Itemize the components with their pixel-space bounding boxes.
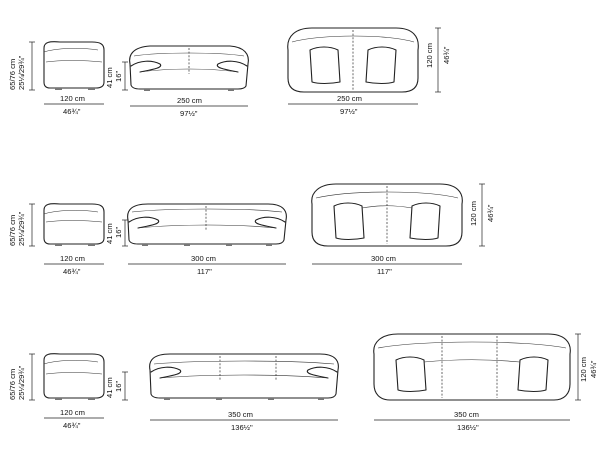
side-height-in: 25¼/29¾" — [17, 55, 26, 90]
top-width-dimension: 350 cm 136½" — [374, 410, 570, 432]
front-width-in: 136½" — [231, 423, 253, 432]
side-width-dimension: 120 cm 46¾" — [44, 408, 104, 430]
side-height-cm: 65/76 cm — [8, 59, 17, 90]
seat-height-dimension: 41 cm 16" — [105, 371, 128, 401]
top-width-dimension: 300 cm 117" — [312, 254, 462, 276]
top-depth-dimension: 120 cm 46¾" — [425, 27, 451, 93]
row-3: 65/76 cm 25¼/29¾" 41 cm 16" 120 cm 46¾" — [8, 333, 598, 432]
side-width-dimension: 120 cm 46¾" — [44, 94, 104, 116]
seat-height-cm: 41 cm — [105, 377, 114, 398]
front-width-cm: 250 cm — [177, 96, 202, 105]
side-height-in: 25¼/29¾" — [17, 211, 26, 246]
front-width-cm: 350 cm — [228, 410, 253, 419]
front-view-sofa — [149, 353, 339, 400]
side-height-dimension: 65/76 cm 25¼/29¾" — [8, 203, 35, 247]
row-1: 65/76 cm 25¼/29¾" 41 cm 16" 120 cm 46¾" — [8, 27, 451, 118]
side-view-sofa — [43, 353, 105, 400]
seat-height-cm: 41 cm — [105, 223, 114, 244]
seat-height-in: 16" — [114, 71, 123, 82]
top-width-in: 117" — [377, 267, 392, 276]
side-height-cm: 65/76 cm — [8, 369, 17, 400]
top-view-sofa — [287, 27, 419, 93]
top-depth-cm: 120 cm — [579, 357, 588, 382]
top-view-sofa — [373, 333, 571, 401]
side-width-in: 46¾" — [63, 107, 81, 116]
side-width-dimension: 120 cm 46¾" — [44, 254, 104, 276]
side-width-cm: 120 cm — [60, 408, 85, 417]
seat-height-in: 16" — [114, 381, 123, 392]
top-view-sofa — [311, 183, 463, 247]
front-width-dimension: 300 cm 117" — [128, 254, 286, 276]
seat-height-dimension: 41 cm 16" — [105, 61, 128, 91]
side-width-cm: 120 cm — [60, 94, 85, 103]
side-height-cm: 65/76 cm — [8, 215, 17, 246]
front-width-in: 117" — [197, 267, 212, 276]
top-depth-cm: 120 cm — [425, 43, 434, 68]
top-width-cm: 250 cm — [337, 94, 362, 103]
side-width-in: 46¾" — [63, 267, 81, 276]
seat-height-dimension: 41 cm 16" — [105, 219, 128, 247]
side-height-dimension: 65/76 cm 25¼/29¾" — [8, 353, 35, 401]
side-height-dimension: 65/76 cm 25¼/29¾" — [8, 41, 35, 91]
seat-height-in: 16" — [114, 227, 123, 238]
seat-height-cm: 41 cm — [105, 67, 114, 88]
front-width-dimension: 250 cm 97½" — [130, 96, 248, 118]
top-width-in: 136½" — [457, 423, 479, 432]
top-depth-in: 46¾" — [442, 46, 451, 64]
side-width-in: 46¾" — [63, 421, 81, 430]
front-view-sofa — [127, 203, 287, 246]
side-view-sofa — [43, 203, 105, 246]
top-depth-in: 46¾" — [589, 360, 598, 378]
top-width-cm: 350 cm — [454, 410, 479, 419]
side-height-in: 25¼/29¾" — [17, 365, 26, 400]
top-width-in: 97½" — [340, 107, 358, 116]
top-width-dimension: 250 cm 97½" — [288, 94, 418, 116]
top-depth-dimension: 120 cm 46¾" — [575, 333, 598, 401]
row-2: 65/76 cm 25¼/29¾" 41 cm 16" 120 cm 46¾" — [8, 183, 495, 276]
side-width-cm: 120 cm — [60, 254, 85, 263]
side-view-sofa — [43, 41, 105, 90]
top-depth-cm: 120 cm — [469, 201, 478, 226]
front-width-cm: 300 cm — [191, 254, 216, 263]
front-view-sofa — [129, 45, 249, 91]
front-width-dimension: 350 cm 136½" — [150, 410, 338, 432]
top-width-cm: 300 cm — [371, 254, 396, 263]
front-width-in: 97½" — [180, 109, 198, 118]
top-depth-dimension: 120 cm 46¾" — [469, 183, 495, 247]
top-depth-in: 46¾" — [486, 204, 495, 222]
